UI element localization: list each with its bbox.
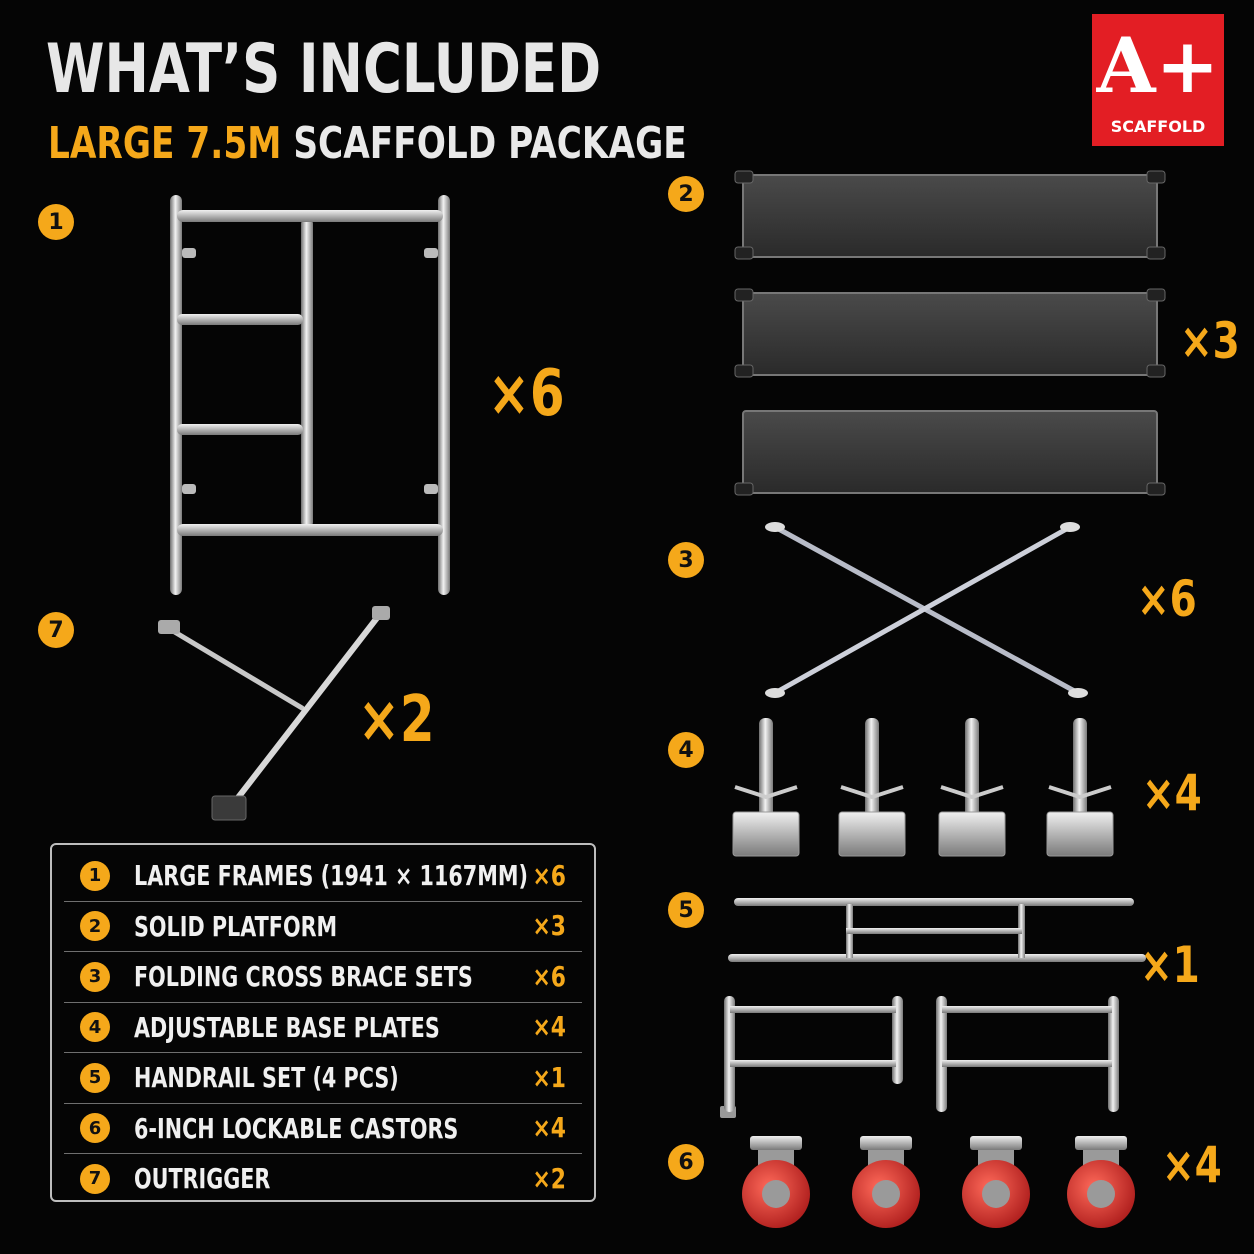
badge-4: 4 bbox=[668, 732, 704, 768]
outrigger-icon bbox=[158, 606, 390, 821]
qty-4: ×4 bbox=[1142, 764, 1202, 822]
table-row: 3 FOLDING CROSS BRACE SETS ×6 bbox=[64, 952, 582, 1003]
components-table: 1 LARGE FRAMES (1941 × 1167MM) ×6 2 SOLI… bbox=[50, 843, 596, 1202]
row-label: LARGE FRAMES (1941 × 1167MM) bbox=[134, 859, 528, 893]
handrail-icon bbox=[720, 898, 1146, 1118]
logo-word: SCAFFOLD bbox=[1110, 117, 1206, 136]
row-qty: ×4 bbox=[532, 1111, 566, 1145]
row-label: HANDRAIL SET (4 PCS) bbox=[134, 1061, 399, 1095]
subtitle-accent: LARGE 7.5M bbox=[48, 118, 282, 169]
row-badge: 3 bbox=[80, 961, 110, 992]
row-qty: ×2 bbox=[532, 1161, 566, 1195]
row-label: SOLID PLATFORM bbox=[134, 909, 338, 943]
table-row: 7 OUTRIGGER ×2 bbox=[64, 1154, 582, 1204]
platform-icon bbox=[734, 170, 1166, 496]
row-qty: ×4 bbox=[532, 1010, 566, 1044]
row-qty: ×6 bbox=[532, 858, 566, 892]
badge-3: 3 bbox=[668, 542, 704, 578]
badge-6: 6 bbox=[668, 1144, 704, 1180]
table-row: 5 HANDRAIL SET (4 PCS) ×1 bbox=[64, 1053, 582, 1104]
badge-1: 1 bbox=[38, 204, 74, 240]
table-row: 4 ADJUSTABLE BASE PLATES ×4 bbox=[64, 1003, 582, 1053]
row-qty: ×1 bbox=[532, 1060, 566, 1094]
row-badge: 5 bbox=[80, 1062, 110, 1093]
logo-mark: A+ bbox=[1096, 21, 1220, 110]
frame-icon bbox=[170, 195, 450, 595]
table-row: 2 SOLID PLATFORM ×3 bbox=[64, 902, 582, 952]
table-row: 6 6-INCH LOCKABLE CASTORS ×4 bbox=[64, 1104, 582, 1154]
qty-3: ×6 bbox=[1137, 570, 1197, 628]
row-badge: 6 bbox=[80, 1113, 110, 1144]
qty-6: ×4 bbox=[1162, 1136, 1222, 1194]
page-subtitle: LARGE 7.5M SCAFFOLD PACKAGE bbox=[48, 118, 687, 169]
row-qty: ×3 bbox=[532, 909, 566, 943]
base-plate-icon bbox=[732, 718, 1114, 857]
badge-7: 7 bbox=[38, 612, 74, 648]
qty-1: ×6 bbox=[488, 357, 565, 431]
row-label: ADJUSTABLE BASE PLATES bbox=[134, 1010, 440, 1044]
qty-2: ×3 bbox=[1180, 312, 1240, 370]
brand-logo: A+ SCAFFOLD bbox=[1092, 14, 1224, 146]
row-badge: 7 bbox=[80, 1163, 110, 1194]
row-label: FOLDING CROSS BRACE SETS bbox=[134, 960, 473, 994]
row-badge: 4 bbox=[80, 1012, 110, 1043]
cross-brace-icon bbox=[765, 522, 1088, 698]
qty-7: ×2 bbox=[358, 683, 435, 757]
row-label: 6-INCH LOCKABLE CASTORS bbox=[134, 1111, 459, 1145]
badge-2: 2 bbox=[668, 176, 704, 212]
row-qty: ×6 bbox=[532, 959, 566, 993]
row-label: OUTRIGGER bbox=[134, 1162, 271, 1196]
castor-icon bbox=[742, 1136, 1135, 1228]
table-row: 1 LARGE FRAMES (1941 × 1167MM) ×6 bbox=[64, 851, 582, 902]
row-badge: 2 bbox=[80, 911, 110, 942]
subtitle-rest: SCAFFOLD PACKAGE bbox=[293, 118, 687, 169]
qty-5: ×1 bbox=[1140, 936, 1200, 994]
badge-5: 5 bbox=[668, 892, 704, 928]
page-title: WHAT’S INCLUDED bbox=[46, 30, 602, 109]
row-badge: 1 bbox=[80, 860, 110, 891]
